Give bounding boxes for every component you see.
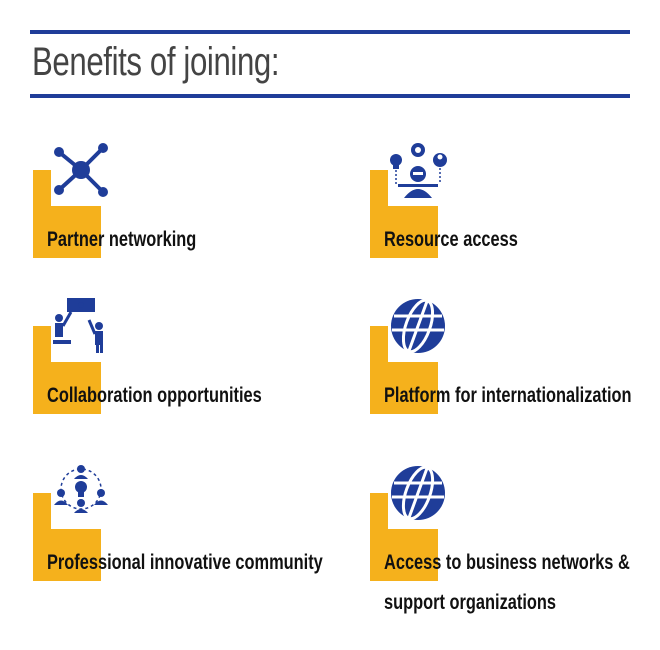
- benefit-business-networks-access: Access to business networks & support or…: [370, 463, 660, 614]
- resource-person-icon: [390, 143, 447, 198]
- benefit-platform-internationalization: Platform for internationalization: [370, 296, 660, 426]
- benefit-resource-access: Resource access: [370, 140, 660, 270]
- globe-icon: [391, 465, 445, 521]
- puzzle-collaboration-icon: [53, 298, 103, 353]
- benefit-label: Resource access: [384, 228, 518, 251]
- accent-block: [33, 493, 101, 581]
- benefit-collaboration-opportunities: Collaboration opportunities: [33, 296, 333, 426]
- benefit-label: Partner networking: [47, 228, 197, 251]
- benefit-professional-community: Professional innovative community: [33, 463, 333, 593]
- page-title: Benefits of joining:: [32, 40, 280, 84]
- benefit-partner-networking: Partner networking: [33, 140, 333, 270]
- top-rule: [30, 30, 630, 34]
- benefit-label: Platform for internationalization: [384, 384, 632, 407]
- community-idea-icon: [54, 465, 108, 513]
- bottom-rule: [30, 94, 630, 98]
- globe-icon: [391, 298, 445, 354]
- benefit-label: Professional innovative community: [47, 551, 323, 574]
- benefit-label: Access to business networks & support or…: [384, 551, 630, 614]
- benefit-label: Collaboration opportunities: [47, 384, 262, 407]
- network-nodes-icon: [54, 143, 108, 197]
